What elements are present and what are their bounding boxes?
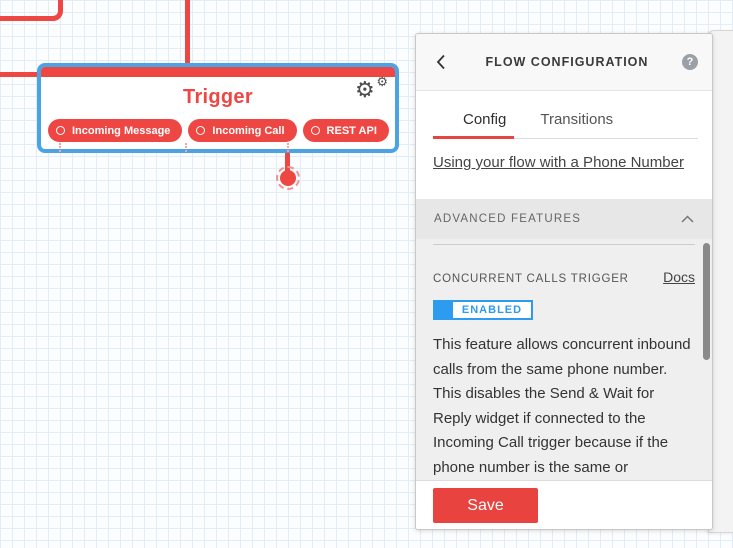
trigger-pill-row: Incoming Message Incoming Call REST API (48, 119, 389, 142)
phone-number-help-link[interactable]: Using your flow with a Phone Number (433, 154, 684, 171)
feature-title-row: CONCURRENT CALLS TRIGGER Docs (433, 269, 695, 285)
connector-stub (185, 143, 187, 152)
widget-title: Trigger (183, 86, 253, 108)
connector-endpoint-ring (276, 166, 300, 190)
connector-origin-icon (196, 126, 206, 135)
pill-label: Incoming Call (212, 124, 285, 137)
connector-stub (59, 143, 61, 152)
tab-config[interactable]: Config (433, 103, 515, 139)
connector-origin-icon (310, 126, 320, 135)
panel-title: FLOW CONFIGURATION (485, 55, 649, 69)
back-button[interactable] (430, 51, 452, 73)
connector-rest-api (285, 153, 290, 171)
connector-incoming-message (0, 0, 63, 21)
docs-link[interactable]: Docs (663, 269, 695, 285)
help-icon[interactable]: ? (682, 54, 698, 70)
gear-big-icon: ⚙ (355, 77, 375, 102)
toggle-knob (435, 302, 453, 318)
pill-rest-api[interactable]: REST API (302, 119, 389, 142)
section-divider (433, 244, 695, 245)
feature-description: This feature allows concurrent inbound c… (433, 336, 691, 476)
trigger-widget[interactable]: Trigger ⚙ ⚙ Incoming Message Incoming Ca… (37, 63, 399, 153)
flow-configuration-panel: FLOW CONFIGURATION ? Config Transitions … (415, 33, 713, 530)
panel-body: Config Transitions Using your flow with … (416, 91, 712, 480)
advanced-features-label: ADVANCED FEATURES (434, 213, 582, 225)
concurrent-calls-toggle[interactable]: ENABLED (433, 300, 533, 320)
toggle-state-label: ENABLED (461, 304, 523, 316)
tab-bar: Config Transitions (433, 103, 698, 139)
save-button[interactable]: Save (433, 488, 538, 523)
advanced-features-header[interactable]: ADVANCED FEATURES (416, 199, 712, 239)
chevron-up-icon (681, 215, 694, 223)
gears-icon[interactable]: ⚙ ⚙ (355, 75, 389, 105)
widget-accent-bar (41, 67, 395, 77)
gear-small-icon: ⚙ (376, 74, 388, 89)
chevron-left-icon (436, 54, 445, 70)
panel-scrollbar[interactable] (703, 243, 710, 360)
pill-incoming-message[interactable]: Incoming Message (48, 119, 183, 142)
advanced-features-section: ADVANCED FEATURES CONCURRENT CALLS TRIGG… (416, 199, 712, 480)
panel-header: FLOW CONFIGURATION ? (416, 34, 712, 91)
connector-endpoint-dot[interactable] (280, 170, 296, 186)
connector-origin-icon (56, 126, 65, 135)
concurrent-calls-label: CONCURRENT CALLS TRIGGER (433, 273, 629, 285)
pill-label: Incoming Message (72, 124, 171, 137)
connector-stub (287, 143, 289, 152)
panel-footer: Save (416, 480, 712, 529)
tab-transitions[interactable]: Transitions (540, 111, 614, 128)
pill-label: REST API (326, 124, 377, 137)
pill-incoming-call[interactable]: Incoming Call (188, 119, 297, 142)
